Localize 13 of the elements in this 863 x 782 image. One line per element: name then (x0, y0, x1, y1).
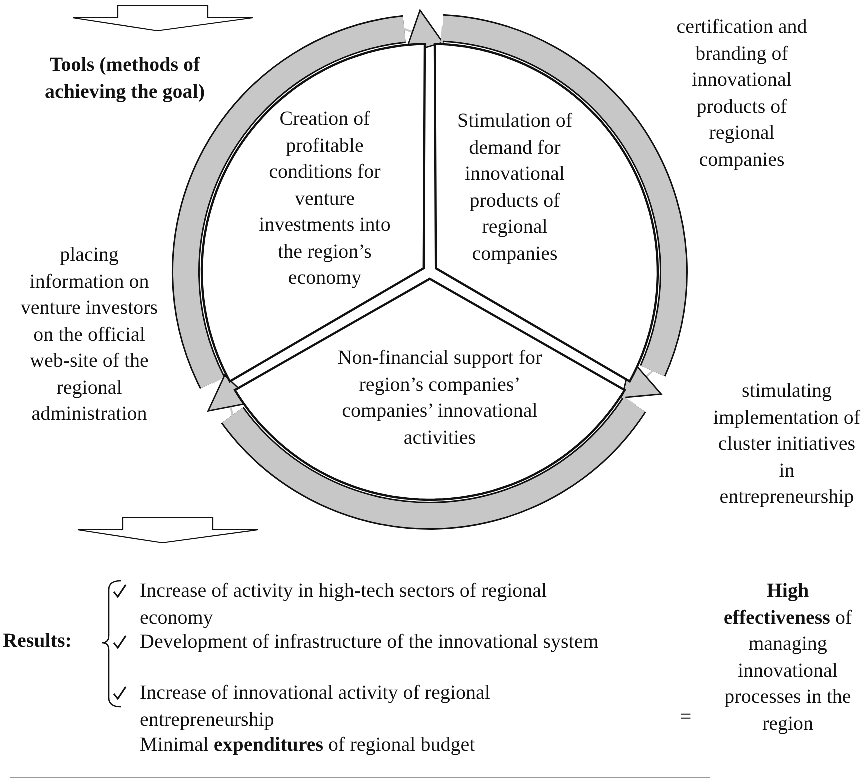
conclusion-text: High effectiveness of managing innovational processes in the region (722, 579, 854, 736)
section-heading: Results: (3, 629, 73, 654)
sector-label: Stimulation of demand for innovational products of regional companies (456, 109, 574, 266)
sector-label: Non-financial support for region’s companies’ companies’ innovational activities (336, 346, 544, 450)
equals-sign: = (679, 705, 693, 730)
tool-note: stimulating implementation of cluster initiatives in entrepreneurship (712, 379, 862, 510)
section-heading: Tools (methods of achieving the goal) (44, 53, 206, 104)
tool-note: placing information on venture investors on the official web-site of the regional administration (20, 243, 160, 427)
tool-note: certification and branding of innovational products of regional companies (676, 15, 808, 172)
result-item: Increase of activity in high-tech sectors of regional economy (140, 579, 548, 630)
sector-label: Creation of profitable conditions for venture investments into the region’s economy (258, 107, 392, 291)
result-note: Minimal expenditures of regional budget (140, 733, 476, 758)
result-item: Development of infrastructure of the innovational system (140, 630, 600, 655)
